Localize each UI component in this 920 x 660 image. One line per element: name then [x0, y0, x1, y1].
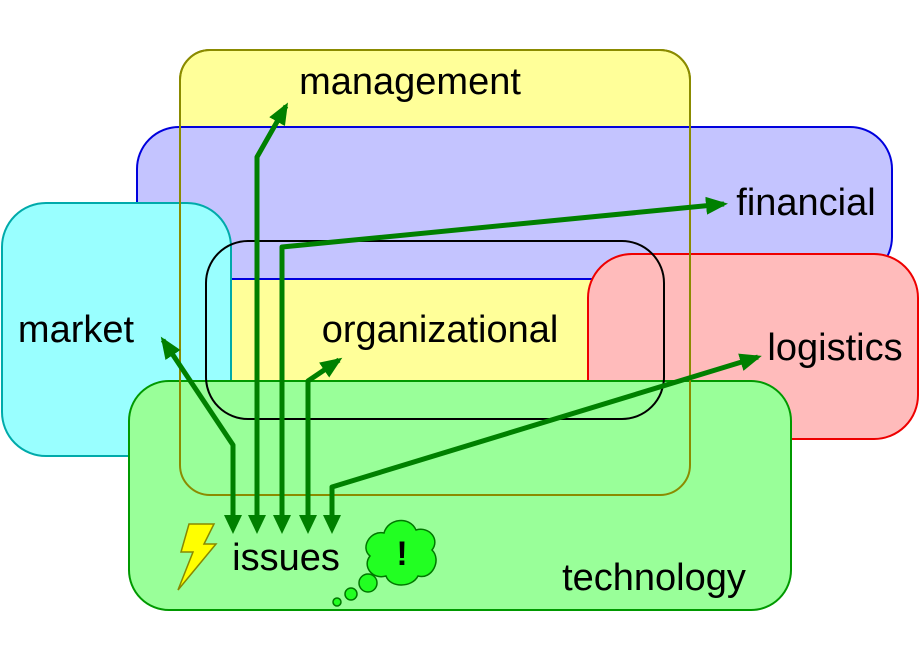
- arrow-market-issues: [160, 336, 236, 516]
- financial-label: financial: [736, 182, 875, 224]
- logistics-label: logistics: [767, 327, 902, 369]
- arrow-management-issues: [254, 102, 289, 516]
- issues-arrowhead: [323, 515, 341, 534]
- arrow-organizational-issues: [305, 357, 343, 516]
- arrow-financial-issues: [279, 196, 728, 516]
- exclamation-label: !: [396, 535, 407, 573]
- arrows-group: [160, 102, 762, 534]
- management-label: management: [299, 61, 521, 103]
- management-overlay: [179, 49, 691, 496]
- organizational-region: [205, 240, 665, 420]
- organizational-label: organizational: [322, 309, 559, 351]
- issues-arrowhead: [273, 515, 291, 534]
- technology-label: technology: [562, 557, 746, 599]
- issues-arrowhead: [248, 515, 266, 534]
- lightning-bolt-icon: [177, 523, 218, 591]
- market-label: market: [18, 309, 135, 351]
- arrow-logistics-issues: [329, 353, 762, 516]
- issues-arrowhead: [224, 515, 242, 534]
- issues-arrowhead: [299, 515, 317, 534]
- thought-bubble-icon: !: [332, 519, 437, 607]
- issues-label: issues: [232, 537, 340, 579]
